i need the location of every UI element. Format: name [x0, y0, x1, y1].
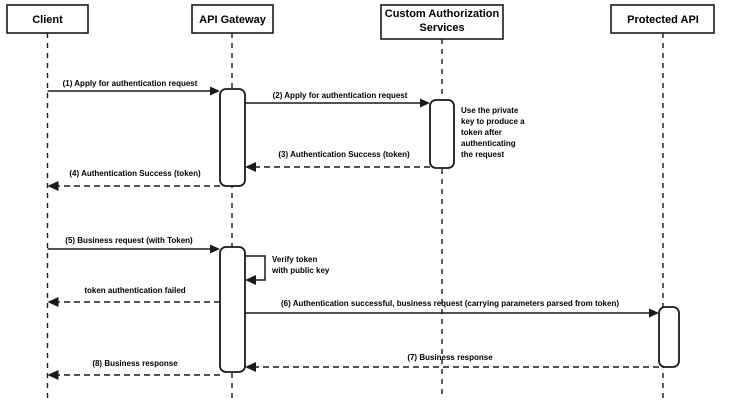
self-message-verify-token: Verify token with public key — [245, 255, 330, 285]
message-1-arrowhead — [210, 86, 220, 96]
participant-label-custom-auth-line2: Services — [419, 22, 464, 34]
note-line-5: the request — [461, 150, 504, 159]
participant-label-protected-api: Protected API — [627, 14, 699, 26]
message-8-arrowhead — [47, 370, 59, 380]
message-7: (7) Business response — [245, 353, 659, 372]
note-line-4: authenticating — [461, 139, 516, 148]
message-4: (4) Authentication Success (token) — [47, 169, 220, 191]
participant-client[interactable]: Client — [6, 4, 89, 34]
message-1: (1) Apply for authentication request — [47, 79, 220, 96]
self-message-label-line2: with public key — [271, 266, 330, 275]
message-5-label: (5) Business request (with Token) — [65, 236, 193, 245]
message-5-arrowhead — [210, 244, 220, 254]
message-2: (2) Apply for authentication request — [245, 91, 430, 108]
note-line-3: token after — [461, 128, 502, 137]
message-4-arrowhead — [47, 181, 59, 191]
message-3: (3) Authentication Success (token) — [245, 150, 430, 172]
message-4-label: (4) Authentication Success (token) — [69, 169, 201, 178]
self-message-path — [245, 255, 266, 281]
message-2-arrowhead — [420, 98, 430, 108]
message-token-auth-failed-label: token authentication failed — [84, 286, 185, 295]
participant-label-api-gateway: API Gateway — [199, 14, 267, 26]
participant-custom-auth[interactable]: Custom Authorization Services — [380, 4, 504, 40]
self-message-label-line1: Verify token — [272, 255, 317, 264]
participant-label-custom-auth-line1: Custom Authorization — [385, 8, 500, 20]
message-6-label: (6) Authentication successful, business … — [281, 299, 619, 308]
note-private-key: Use the private key to produce a token a… — [461, 106, 525, 159]
message-3-label: (3) Authentication Success (token) — [278, 150, 410, 159]
activation-bar-custom-auth — [429, 99, 455, 169]
note-line-2: key to produce a — [461, 117, 525, 126]
message-1-label: (1) Apply for authentication request — [63, 79, 198, 88]
message-2-label: (2) Apply for authentication request — [273, 91, 408, 100]
participant-box-protected-api[interactable] — [610, 4, 715, 34]
participant-box-client[interactable] — [6, 4, 89, 34]
activation-bars — [219, 88, 680, 373]
participant-box-api-gateway[interactable] — [191, 4, 274, 34]
message-7-arrowhead — [245, 362, 256, 372]
message-8: (8) Business response — [47, 359, 220, 380]
message-3-arrowhead — [245, 162, 256, 172]
activation-bar-api-gateway-business — [219, 246, 246, 373]
message-8-label: (8) Business response — [92, 359, 178, 368]
participant-api-gateway[interactable]: API Gateway — [191, 4, 274, 34]
activation-bar-protected-api — [658, 306, 680, 368]
message-7-label: (7) Business response — [407, 353, 493, 362]
participant-label-client: Client — [32, 14, 63, 26]
participant-protected-api[interactable]: Protected API — [610, 4, 715, 34]
self-message-arrowhead — [245, 275, 256, 285]
activation-bar-api-gateway-auth — [219, 88, 246, 187]
participant-box-custom-auth[interactable] — [380, 4, 504, 40]
message-6-arrowhead — [649, 308, 659, 318]
message-token-auth-failed: token authentication failed — [47, 286, 220, 307]
note-line-1: Use the private — [461, 106, 519, 115]
message-token-auth-failed-arrowhead — [47, 297, 59, 307]
message-6: (6) Authentication successful, business … — [245, 299, 659, 318]
message-5: (5) Business request (with Token) — [47, 236, 220, 254]
